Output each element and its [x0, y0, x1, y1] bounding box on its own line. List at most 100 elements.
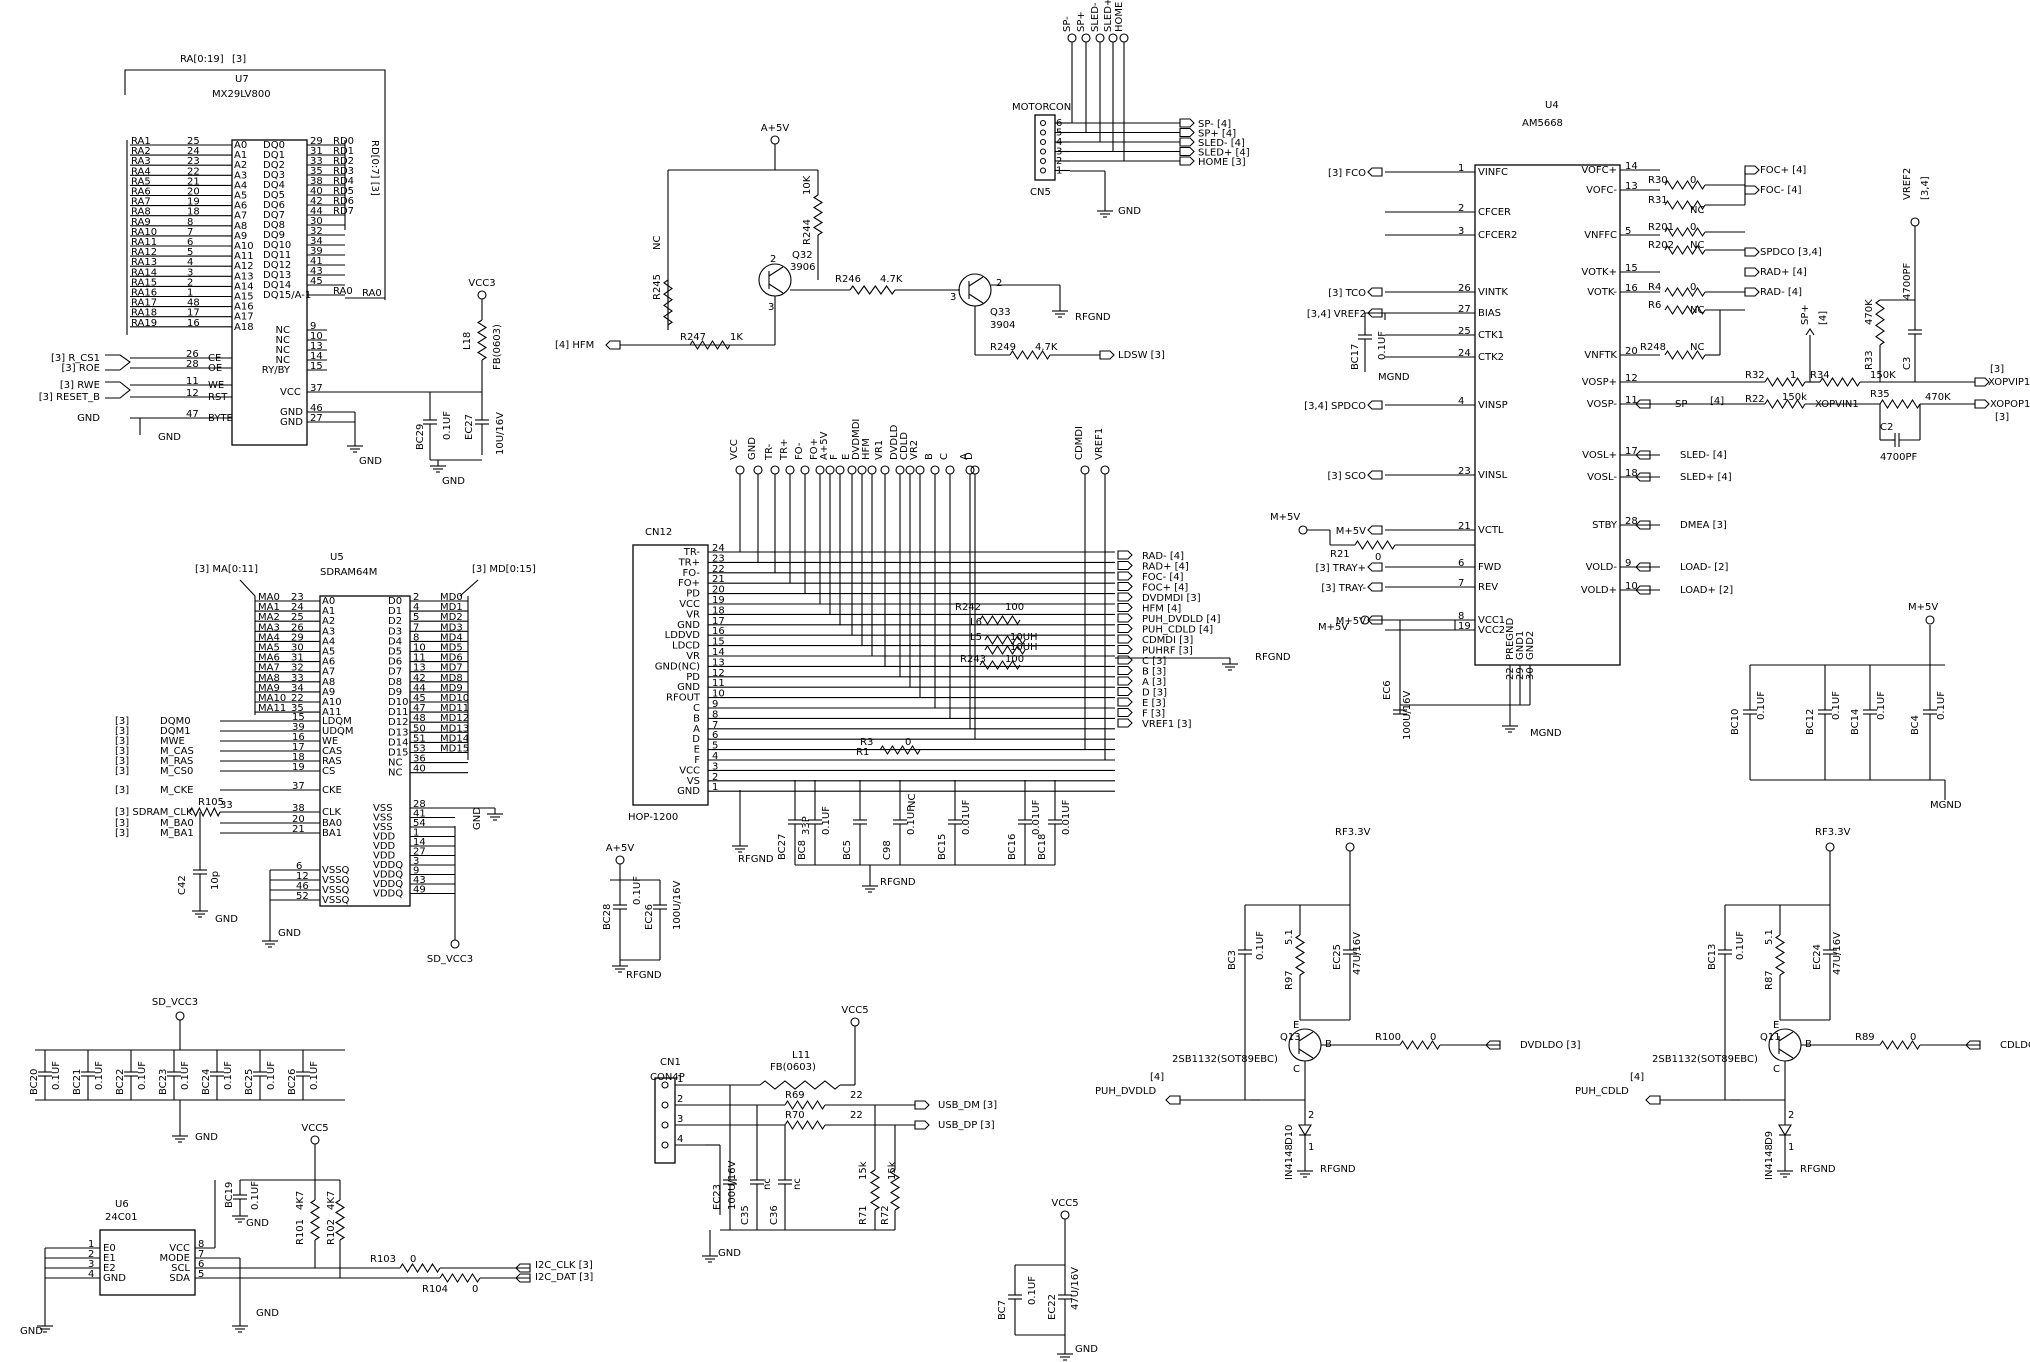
cn12-pin-name: A [693, 724, 700, 735]
bc7-ground-label: GND [1075, 1344, 1098, 1355]
u4-pin-name: VOTK- [1587, 287, 1617, 298]
u7-pin-name: DQ4 [263, 180, 285, 191]
u7-pin-name: DQ8 [263, 220, 285, 231]
cn12-right-net: FOC- [4] [1142, 572, 1184, 583]
u4-input-signal: [3] SCO [1327, 471, 1366, 482]
u7-pin-name: A13 [234, 271, 254, 282]
cn12-pin-name: B [693, 713, 700, 724]
u5-data-net: MD13 [440, 723, 469, 734]
port-icon [1117, 560, 1133, 571]
cn12-right-net: RAD+ [4] [1142, 562, 1189, 573]
u5-pin-num: 23 [291, 592, 304, 603]
u5-pin-num: 7 [413, 622, 419, 633]
q13-cap-ref: BC3 [1227, 950, 1238, 970]
cn12-top-net: VR2 [909, 440, 920, 460]
u4-ground-label: MGND [1530, 728, 1562, 739]
u4-pin-num: 21 [1458, 521, 1471, 532]
cn12-part-value: 100 [1005, 654, 1024, 665]
u5-data-net: MD3 [440, 622, 463, 633]
q32-pin-num: 3 [768, 302, 774, 313]
u4-output-net: LOAD- [2] [1680, 562, 1729, 573]
cn12-top-net: TR- [764, 443, 775, 461]
u6-pin-num: 7 [198, 1249, 204, 1260]
u6-pin-name: MODE [159, 1253, 190, 1264]
net-flag-icon [785, 465, 795, 475]
u4-output-net: RAD+ [4] [1760, 267, 1807, 278]
u5-pin-name: CLK [322, 807, 342, 818]
u4-pin-name: VCTL [1478, 525, 1504, 536]
u7-addr-net: RA13 [131, 257, 157, 268]
u6-pin-num: 4 [88, 1269, 94, 1280]
cn12-part-value: 100 [1005, 602, 1024, 613]
c42-value: 10p [210, 871, 221, 890]
u4-part-value: 0 [1690, 222, 1696, 233]
m5v-vcc-label: M+5V [1318, 622, 1348, 633]
r244-ref: R244 [802, 219, 813, 245]
cn5-right-net: HOME [3] [1198, 157, 1246, 168]
u5-pin-num: 13 [413, 663, 426, 674]
q11-pin-c: C [1773, 1064, 1780, 1075]
q33-pin-num: 3 [950, 292, 956, 303]
u6-part: 24C01 [105, 1212, 137, 1223]
u7-data-net: RD7 [333, 206, 354, 217]
port-icon [1117, 676, 1133, 686]
u7-pin-name: DQ6 [263, 200, 285, 211]
u7-pin-num: 23 [187, 156, 200, 167]
u7-pin-num: 8 [187, 217, 193, 228]
sd-cap-ref: BC22 [115, 1069, 126, 1095]
q11-rail-label: RF3.3V [1815, 827, 1851, 838]
cn12-pin-name: GND [677, 682, 700, 693]
u7-data-net: RD6 [333, 196, 354, 207]
cn12-right-net: FOC+ [4] [1142, 583, 1188, 594]
u5-data-net: MD9 [440, 683, 463, 694]
u7-pin-name: A15 [234, 292, 254, 303]
u4-part-ref: R248 [1640, 342, 1666, 353]
u4-input-signal: [3] TCO [1328, 288, 1366, 299]
u5-pin-num: 1 [413, 828, 419, 839]
u7-pin-num: 16 [187, 318, 200, 329]
q13-out-label: DVDLDO [3] [1520, 1040, 1581, 1051]
cn12-pin-num: 3 [712, 761, 718, 772]
u7-pin-num: 44 [310, 206, 323, 217]
u4-pin-num: 14 [1625, 161, 1638, 172]
u7-bus-tag: [3] [232, 54, 246, 65]
u7-pin-num: 14 [310, 351, 323, 362]
u7-pin-num: 1 [187, 288, 193, 299]
transistor-collector [968, 276, 984, 287]
q11-rb-value: 0 [1910, 1032, 1916, 1043]
u5-data-net: MD11 [440, 703, 469, 714]
u7-pin-num: 25 [187, 136, 200, 147]
u5-pin-name: VSSQ [322, 865, 350, 876]
u4-pin-name: CFCER [1478, 207, 1511, 218]
u4-pin-num: 9 [1625, 558, 1631, 569]
cn12-cap-value: 0.1UF [821, 806, 832, 835]
u6-pin-name: SDA [169, 1273, 190, 1284]
sd-cap-ref: BC21 [72, 1069, 83, 1095]
bc17-ref: BC17 [1350, 344, 1361, 370]
net-flag-icon [847, 465, 857, 475]
cn12-cap-ref: BC27 [777, 834, 788, 860]
u5-pin-num: 45 [413, 693, 426, 704]
cn12-cap-value: 0.01UF [961, 799, 972, 835]
cn12-pin-name: VR [686, 651, 700, 662]
u5-ctrl-signal: [3] [115, 766, 129, 777]
r103-resistor [399, 1262, 441, 1274]
bc7-ref: BC7 [997, 1300, 1008, 1320]
u4-output-net: SLED+ [4] [1680, 472, 1732, 483]
u7-pin-name: A14 [234, 281, 254, 292]
u4-pin-num: 16 [1625, 283, 1638, 294]
u5-pin-name: LDQM [322, 716, 352, 727]
u7-pwr-name: VCC [280, 387, 301, 398]
connector-pin-icon [1039, 138, 1047, 146]
cn1-pin-num: 1 [677, 1074, 683, 1085]
mdecoup-cap-value: 0.1UF [1756, 691, 1767, 720]
bc28-rail-label: A+5V [606, 843, 635, 854]
port-icon [1117, 602, 1133, 613]
cn12-pin-num: 12 [712, 668, 725, 679]
u7-pin-num: 26 [186, 349, 199, 360]
c3-value: 4700PF [1902, 263, 1913, 300]
q13-d-ref: D10 [1284, 1125, 1295, 1145]
u7-pin-num: 5 [187, 247, 193, 258]
u7-addr-net: RA9 [131, 217, 151, 228]
r21-resistor [1354, 539, 1396, 551]
